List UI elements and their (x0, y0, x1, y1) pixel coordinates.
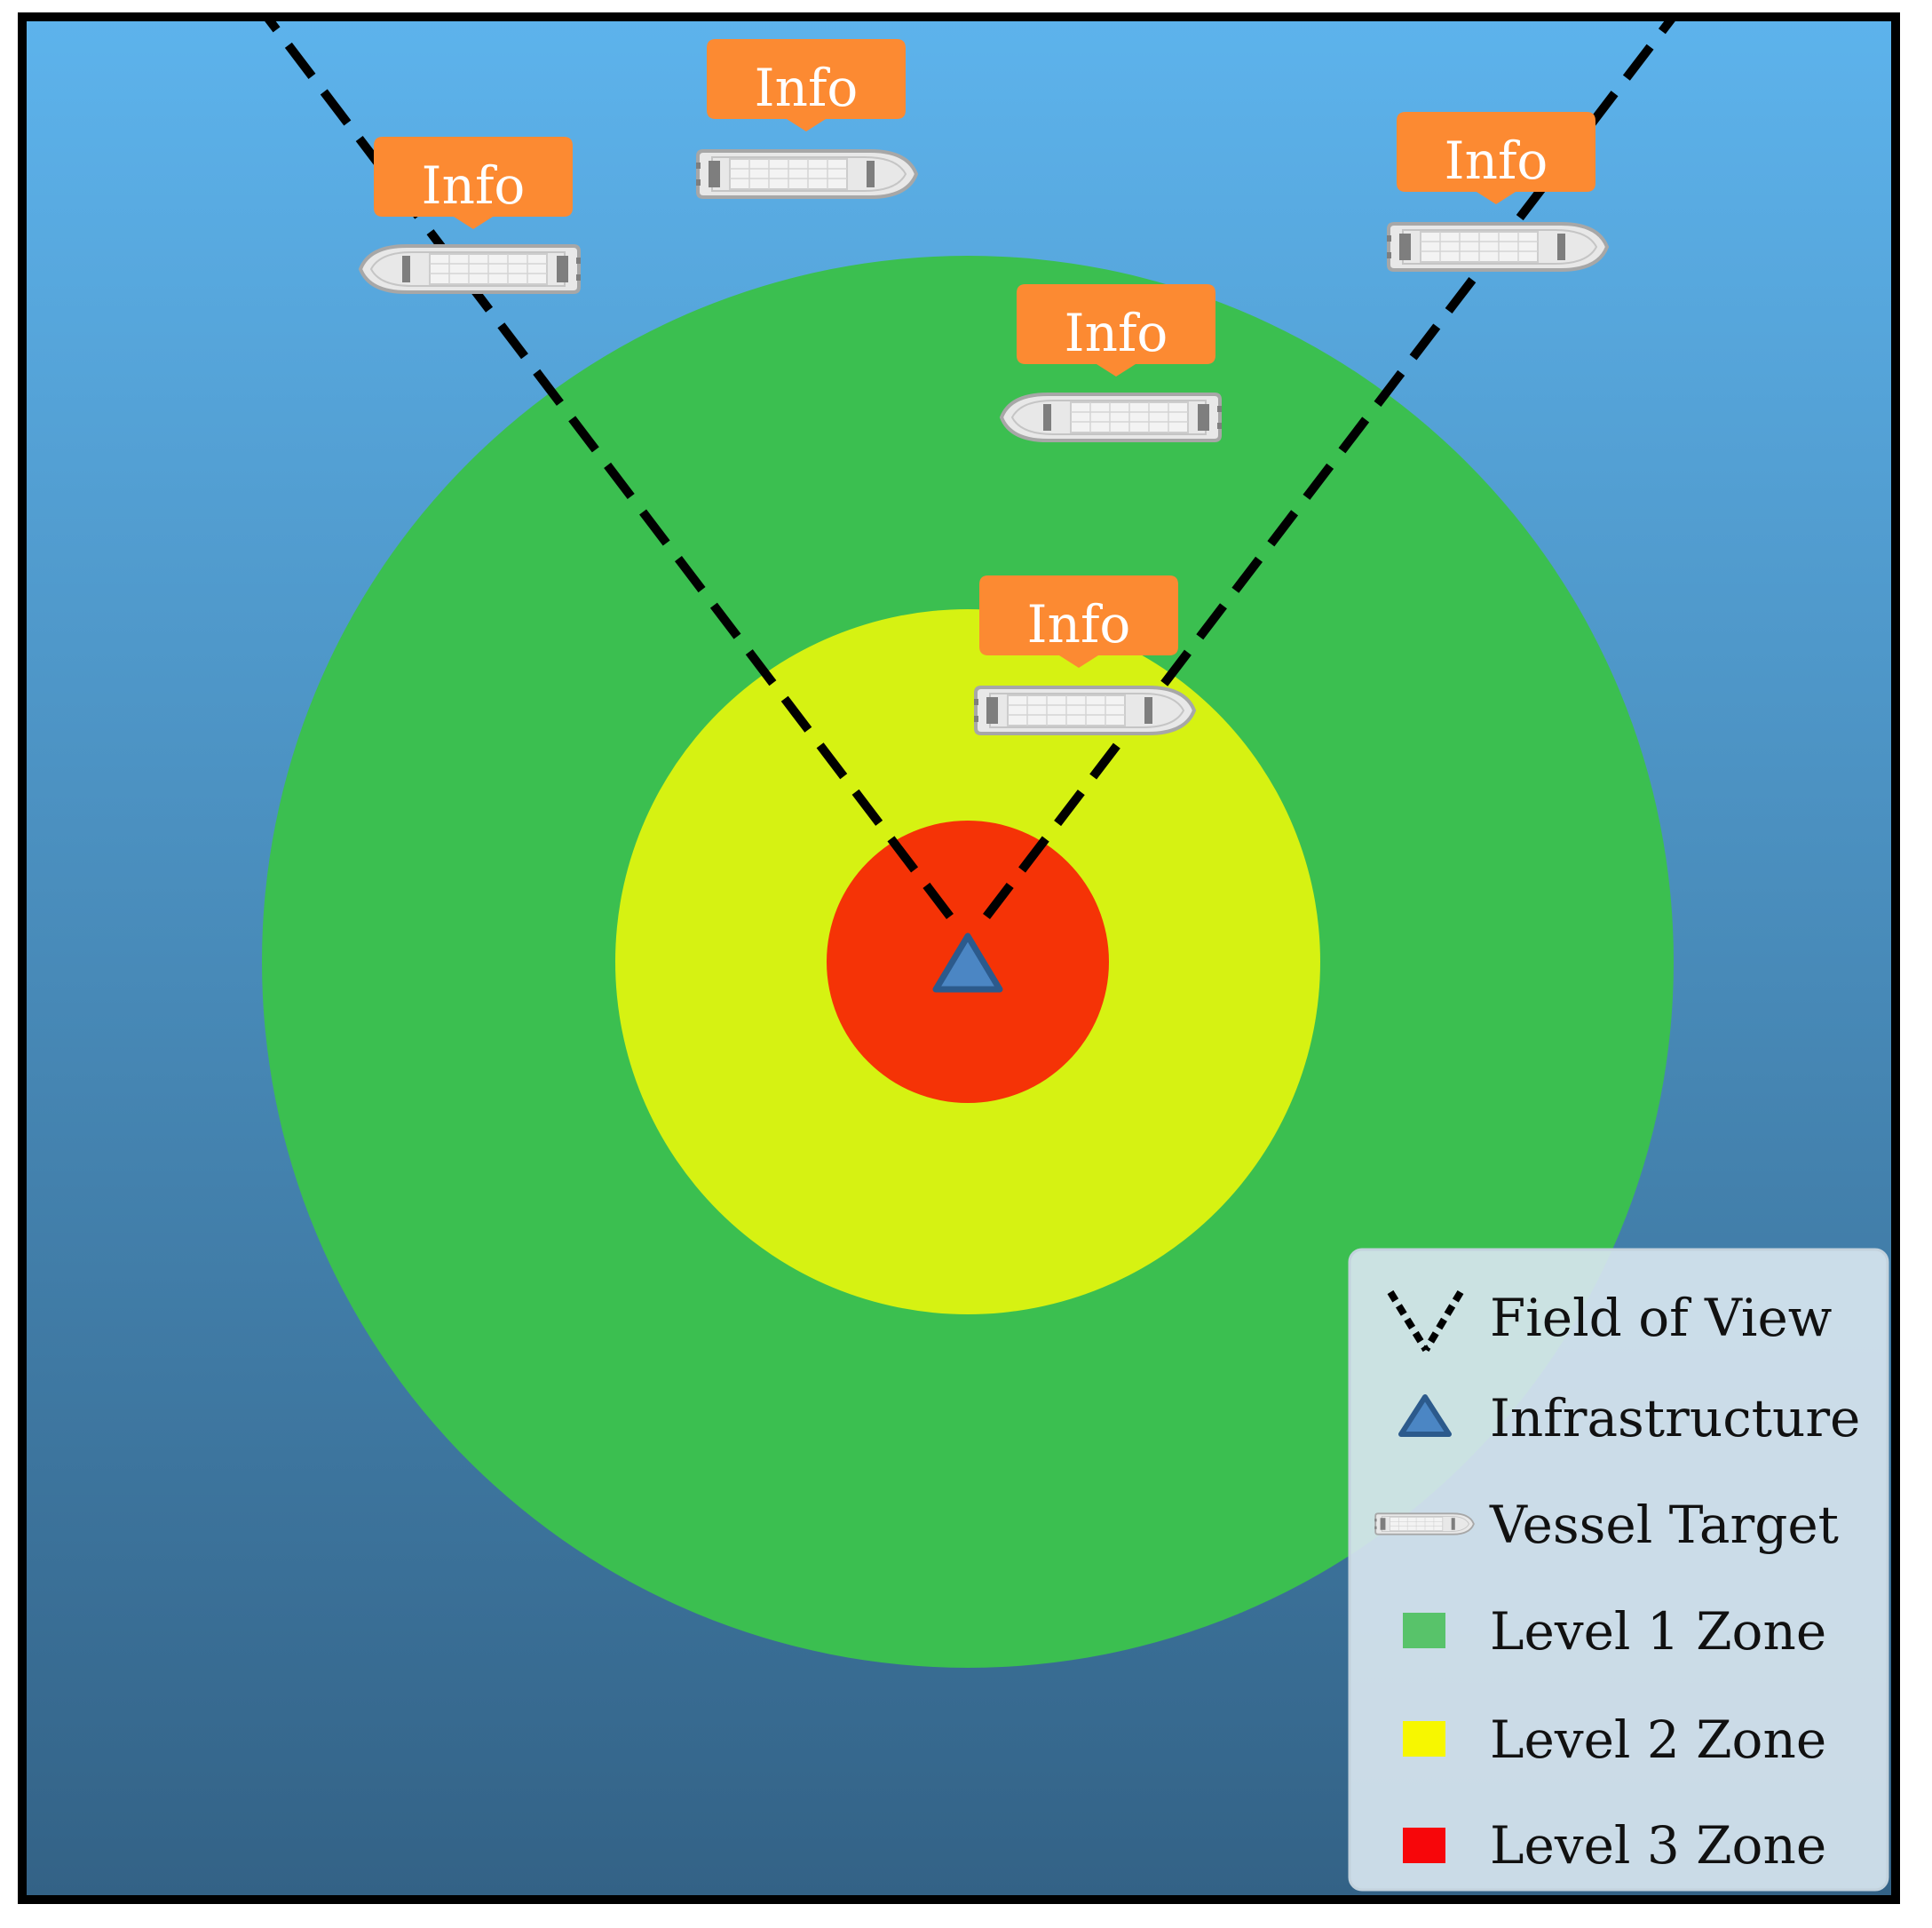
vessel-target-3[interactable] (1385, 222, 1609, 272)
ship-icon (1374, 1512, 1475, 1535)
vessel-target-2[interactable] (359, 244, 582, 294)
info-badge-label: Info (1445, 131, 1548, 191)
info-badge-2[interactable]: Info (374, 137, 573, 229)
ship-icon (1385, 222, 1609, 272)
legend-box (1348, 1248, 1889, 1892)
info-badge-4[interactable]: Info (1017, 284, 1215, 377)
level-2-swatch (1403, 1721, 1445, 1757)
info-badge-label: Info (1065, 303, 1168, 363)
legend-label-field-of-view: Field of View (1490, 1288, 1832, 1348)
vessel-target-1[interactable] (694, 149, 918, 199)
ship-icon (1000, 393, 1223, 442)
legend-label-level-2: Level 2 Zone (1490, 1710, 1826, 1770)
legend: Field of View Infrastructure Vessel Targ… (1348, 1248, 1889, 1892)
info-badge-1[interactable]: Info (707, 39, 906, 131)
info-badge-label: Info (1027, 594, 1131, 655)
legend-label-level-3: Level 3 Zone (1490, 1815, 1826, 1876)
info-badge-5[interactable]: Info (979, 575, 1178, 668)
vessel-target-4[interactable] (1000, 393, 1223, 442)
ship-icon (359, 244, 582, 294)
level-1-swatch (1403, 1613, 1445, 1648)
legend-label-level-1: Level 1 Zone (1490, 1601, 1826, 1662)
info-badge-label: Info (755, 58, 859, 118)
info-badge-label: Info (422, 155, 526, 216)
legend-label-vessel-target: Vessel Target (1489, 1495, 1839, 1555)
ship-icon (972, 686, 1196, 735)
info-badge-3[interactable]: Info (1397, 112, 1595, 204)
level-3-swatch (1403, 1828, 1445, 1863)
ship-icon (694, 149, 918, 199)
infrastructure-icon (932, 932, 1003, 993)
legend-label-infrastructure: Infrastructure (1490, 1388, 1860, 1448)
fov-icon (1387, 1289, 1464, 1353)
triangle-icon (1398, 1394, 1452, 1437)
vessel-target-5[interactable] (972, 686, 1196, 735)
